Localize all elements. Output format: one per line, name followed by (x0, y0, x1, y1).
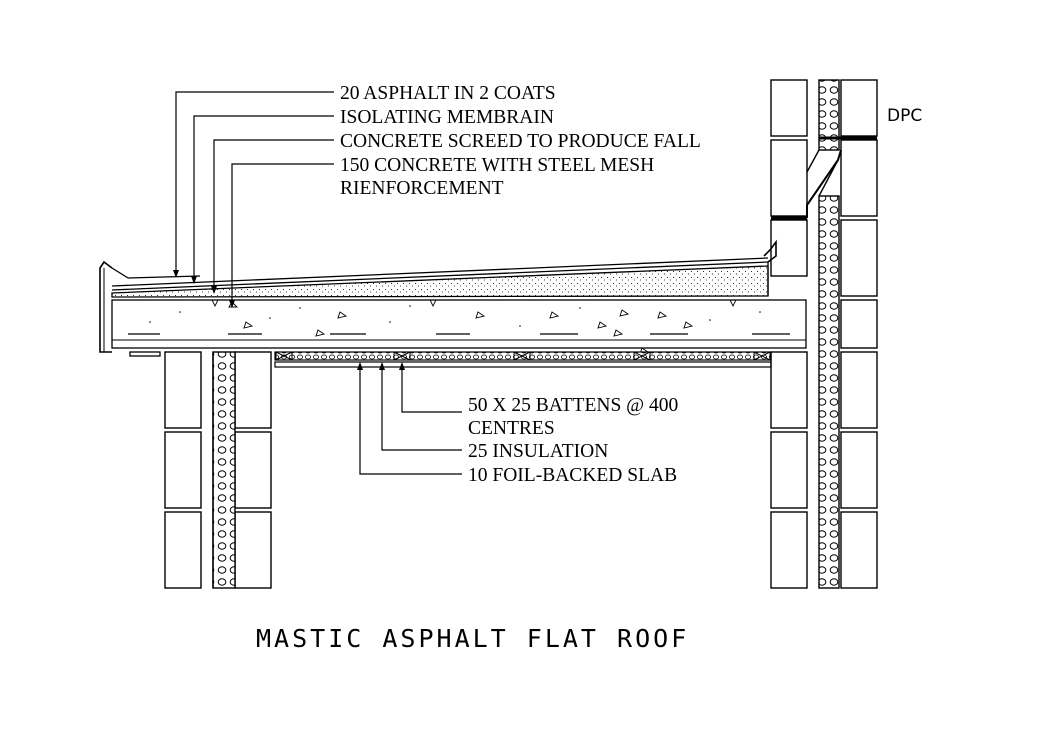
cavity-tray (806, 149, 842, 218)
batten (393, 351, 411, 361)
brick (164, 511, 202, 589)
brick (770, 511, 808, 589)
brick (840, 431, 878, 509)
brick (770, 79, 808, 137)
edge-trim (99, 260, 113, 353)
brick (840, 351, 878, 429)
brick (234, 511, 272, 589)
brick (840, 299, 878, 349)
callout-screed: CONCRETE SCREED TO PRODUCE FALL (340, 131, 701, 152)
bottom-leaders (359, 368, 462, 475)
callout-battens-cont: CENTRES (468, 418, 555, 439)
brick (770, 351, 808, 429)
brick (840, 219, 878, 297)
brick (840, 511, 878, 589)
top-arrowheads (173, 270, 235, 308)
batten (753, 351, 771, 361)
brick (234, 431, 272, 509)
batten (513, 351, 531, 361)
cavity-insulation (818, 195, 840, 589)
concrete-slab (111, 299, 807, 349)
bottom-arrowheads (357, 362, 405, 370)
callout-foil-slab: 10 FOIL-BACKED SLAB (468, 465, 677, 486)
callout-asphalt: 20 ASPHALT IN 2 COATS (340, 83, 556, 104)
callout-concrete-cont: RIENFORCEMENT (340, 178, 504, 199)
roof-buildup (99, 239, 807, 357)
cavity-insulation (818, 79, 840, 151)
drawing-title: MASTIC ASPHALT FLAT ROOF (256, 624, 689, 653)
brick (164, 351, 202, 429)
brick (770, 431, 808, 509)
ceiling-assembly (274, 351, 772, 368)
dpc-label: DPC (887, 106, 922, 126)
batten (275, 351, 293, 361)
brick (840, 79, 878, 137)
batten (633, 351, 651, 361)
callout-battens: 50 X 25 BATTENS @ 400 (468, 395, 678, 416)
cavity-insulation (212, 351, 236, 589)
brick (840, 139, 878, 217)
left-wall (164, 351, 272, 589)
callout-concrete: 150 CONCRETE WITH STEEL MESH (340, 155, 654, 176)
brick (164, 431, 202, 509)
upstand (763, 239, 777, 263)
foil-backed-slab (274, 361, 772, 368)
right-wall (770, 79, 878, 589)
callout-membrane: ISOLATING MEMBRAIN (340, 107, 554, 128)
top-leaders (175, 91, 334, 302)
brick (770, 139, 808, 217)
brick (234, 351, 272, 429)
callout-insulation: 25 INSULATION (468, 441, 608, 462)
